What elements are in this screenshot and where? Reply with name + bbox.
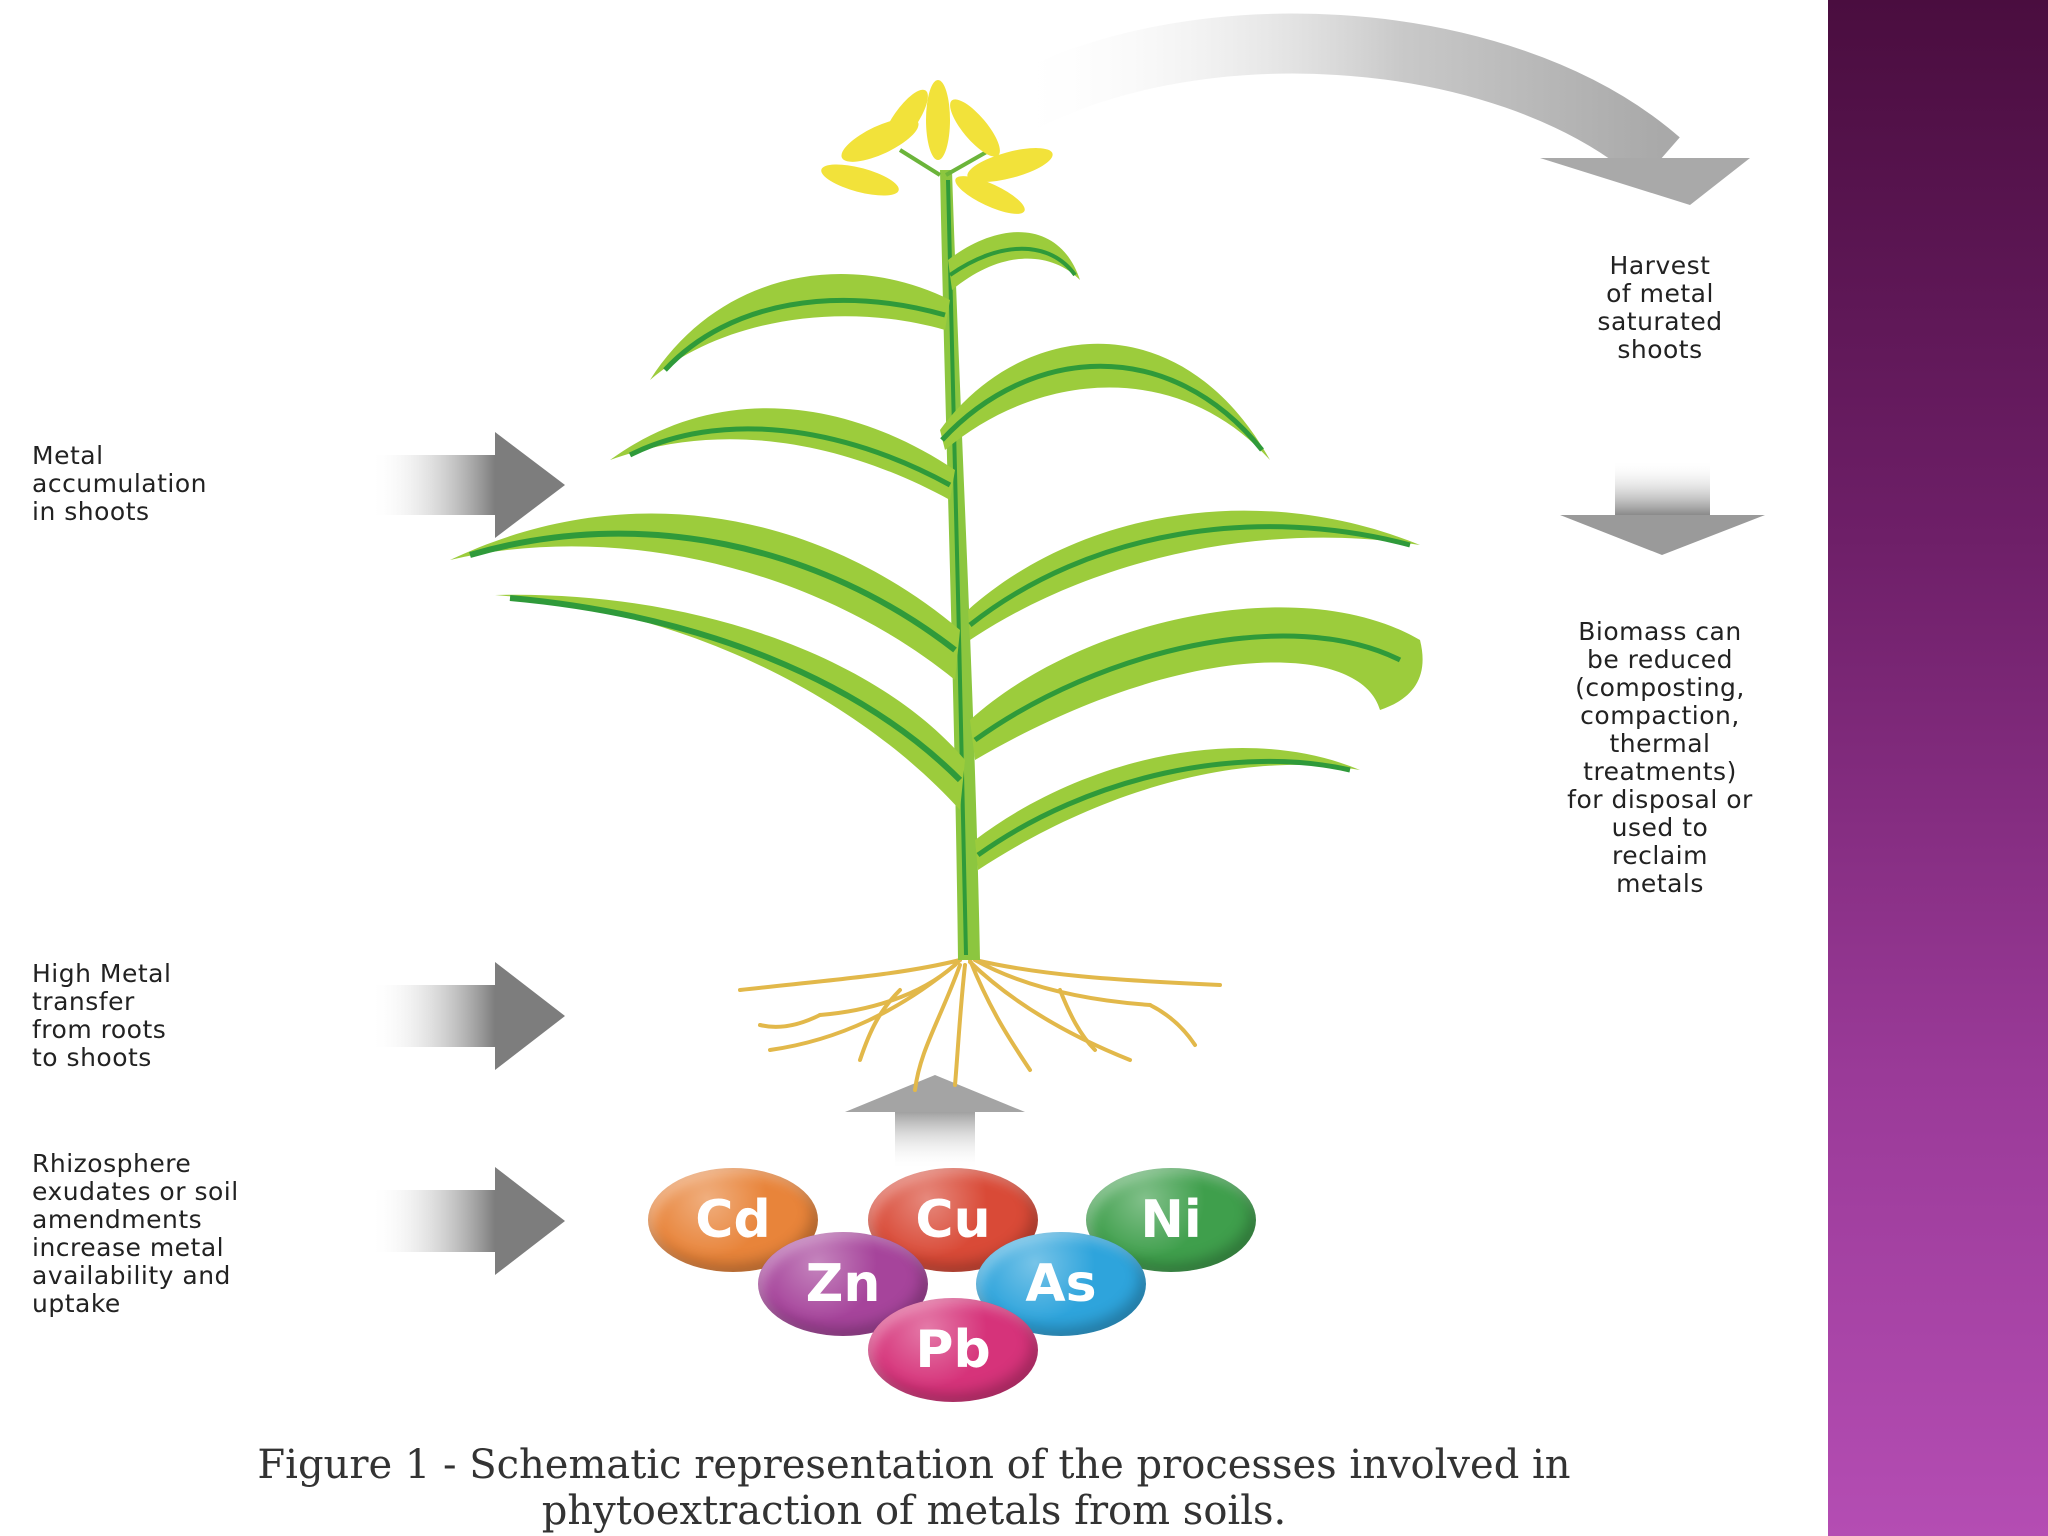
plant-illustration <box>450 80 1423 1092</box>
arrow-uptake-up <box>845 1075 1025 1170</box>
slide: Metal accumulation in shoots High Metal … <box>32 13 1765 1534</box>
leaf <box>650 274 950 380</box>
metal-symbol: Zn <box>805 1254 881 1314</box>
down-arrow <box>1560 460 1765 555</box>
label-harvest: Harvest of metal saturated shoots <box>1597 251 1723 364</box>
roots <box>738 958 1222 1092</box>
harvest-curved-arrow <box>994 13 1750 205</box>
label-rhizosphere: Rhizosphere exudates or soil amendments … <box>32 1149 239 1318</box>
arrow-rhizosphere <box>370 1167 565 1275</box>
label-biomass: Biomass can be reduced (composting, comp… <box>1567 617 1753 898</box>
flower <box>821 80 1053 214</box>
metal-symbol: As <box>1025 1254 1097 1314</box>
phytoextraction-diagram <box>370 13 1765 1275</box>
arrow-root-transfer <box>370 962 565 1070</box>
leaf <box>940 343 1270 460</box>
leaf <box>610 408 955 500</box>
metal-ball-zn: Zn <box>758 1232 928 1336</box>
figure-caption: Figure 1 - Schematic representation of t… <box>257 1442 1571 1534</box>
metal-symbol: Cd <box>695 1190 771 1250</box>
arrow-metal-accumulation <box>370 432 565 538</box>
metal-ball-pb: Pb <box>868 1298 1038 1402</box>
leaf <box>495 594 965 810</box>
leaf <box>948 232 1080 290</box>
leaf <box>450 513 960 680</box>
leaf <box>968 510 1420 640</box>
label-root-transfer: High Metal transfer from roots to shoots <box>32 959 172 1072</box>
decorative-side-band <box>1828 0 2048 1536</box>
metal-symbol: Cu <box>915 1190 991 1250</box>
metal-symbol: Pb <box>915 1320 991 1380</box>
leaf <box>975 747 1360 870</box>
metal-symbol: Ni <box>1140 1190 1202 1250</box>
stem <box>940 170 980 960</box>
leaf <box>970 607 1423 760</box>
label-metal-accumulation: Metal accumulation in shoots <box>32 441 208 526</box>
